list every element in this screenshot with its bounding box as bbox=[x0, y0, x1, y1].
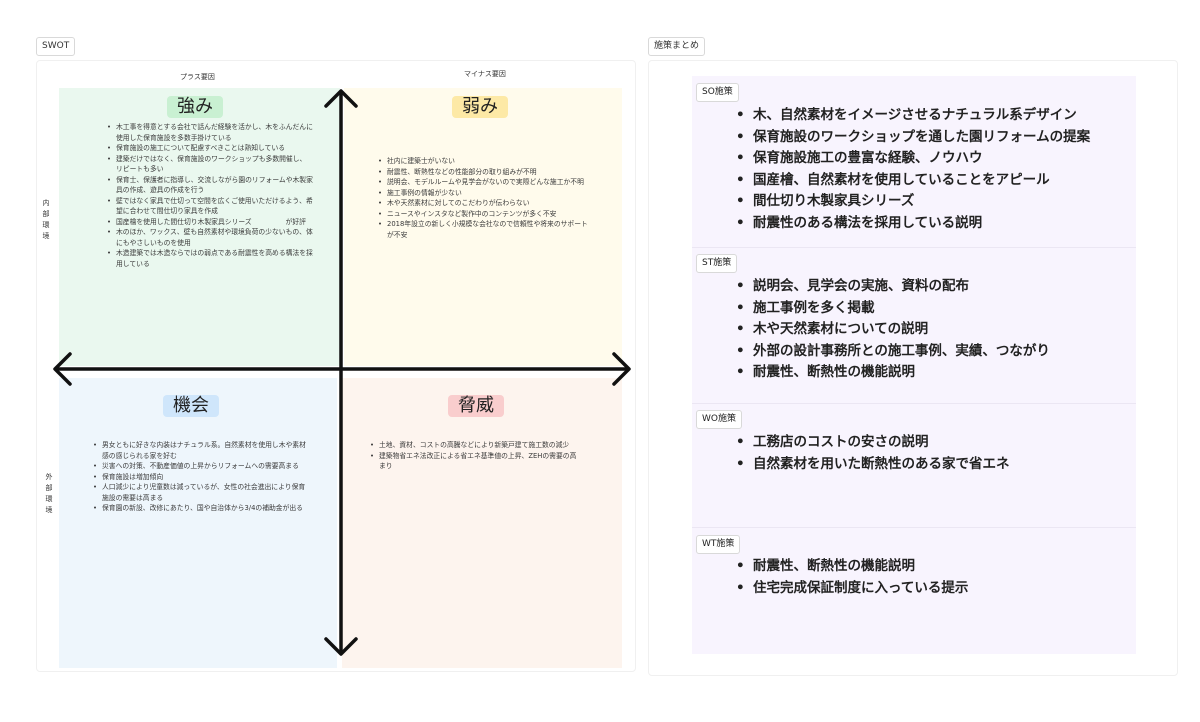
so-list: 木、自然素材をイメージさせるナチュラル系デザイン 保育施設のワークショップを通し… bbox=[735, 105, 1090, 234]
strengths-list: 木工事を得意とする会社で話んだ経験を活かし、木をふんだんに使用した保育施設を多数… bbox=[107, 122, 313, 269]
list-item: 説明会、見学会の実施、資料の配布 bbox=[735, 276, 1050, 298]
row-header-internal: 内部環境 bbox=[42, 199, 50, 240]
list-item: 木造建築では木造ならではの弱点である耐震性を高める構法を採用している bbox=[107, 248, 313, 269]
section-divider bbox=[692, 527, 1136, 528]
list-item: 国産檜を使用した間仕切り木製家具シリーズ が好評 bbox=[107, 217, 313, 228]
wo-list: 工務店のコストの安さの説明 自然素材を用いた断熱性のある家で省エネ bbox=[735, 432, 1010, 475]
list-item: 外部の設計事務所との施工事例、実績、つながり bbox=[735, 341, 1050, 363]
weaknesses-title: 弱み bbox=[452, 96, 508, 118]
list-item: 木、自然素材をイメージさせるナチュラル系デザイン bbox=[735, 105, 1090, 127]
opportunities-quadrant: 機会 男女ともに好きな内装はナチュラル系。自然素材を使用し木や素材感の感じられる… bbox=[59, 378, 337, 668]
section-divider bbox=[692, 403, 1136, 404]
list-item: 建築だけではなく、保育施設のワークショップも多数開催し、リピートも多い bbox=[107, 154, 313, 175]
list-item: 耐震性、断熱性などの性能部分の取り組みが不明 bbox=[378, 167, 590, 178]
threats-quadrant: 脅威 土地、資材、コストの高騰などにより新築戸建て施工数の減少 建築物省エネ法改… bbox=[342, 378, 622, 668]
opportunities-list: 男女ともに好きな内装はナチュラル系。自然素材を使用し木や素材感の感じられる家を好… bbox=[93, 440, 307, 514]
list-item: 土地、資材、コストの高騰などにより新築戸建て施工数の減少 bbox=[370, 440, 578, 451]
section-divider bbox=[692, 247, 1136, 248]
weaknesses-quadrant: 弱み 社内に建築士がいない 耐震性、断熱性などの性能部分の取り組みが不明 説明会… bbox=[344, 88, 622, 366]
list-item: 保育士、保護者に指導し、交流しながら園のリフォームや木製家具の作成、遊具の作成を… bbox=[107, 175, 313, 196]
wt-list: 耐震性、断熱性の機能説明 住宅完成保証制度に入っている提示 bbox=[735, 556, 968, 599]
wo-section-tag: WO施策 bbox=[696, 410, 742, 429]
col-header-minus: マイナス要因 bbox=[464, 70, 506, 78]
list-item: 工務店のコストの安さの説明 bbox=[735, 432, 1010, 454]
list-item: 社内に建築士がいない bbox=[378, 156, 590, 167]
so-section-tag: SO施策 bbox=[696, 83, 739, 102]
list-item: 耐震性、断熱性の機能説明 bbox=[735, 556, 968, 578]
wt-section-tag: WT施策 bbox=[696, 535, 741, 554]
list-item: 保育施設施工の豊富な経験、ノウハウ bbox=[735, 148, 1090, 170]
st-section-tag: ST施策 bbox=[696, 254, 738, 273]
list-item: 保育施設のワークショップを通した園リフォームの提案 bbox=[735, 127, 1090, 149]
list-item: 男女ともに好きな内装はナチュラル系。自然素材を使用し木や素材感の感じられる家を好… bbox=[93, 440, 307, 461]
list-item: 木や天然素材についての説明 bbox=[735, 319, 1050, 341]
list-item: 保育施設の施工について配慮すべきことは熟知している bbox=[107, 143, 313, 154]
threats-list: 土地、資材、コストの高騰などにより新築戸建て施工数の減少 建築物省エネ法改正によ… bbox=[370, 440, 578, 472]
axis-arrow-up bbox=[324, 89, 358, 108]
axis-arrow-left bbox=[53, 352, 72, 386]
summary-tag: 施策まとめ bbox=[648, 37, 706, 56]
list-item: 建築物省エネ法改正による省エネ基準値の上昇、ZEHの需要の高まり bbox=[370, 451, 578, 472]
list-item: 説明会、モデルルームや見学会がないので実際どんな施工か不明 bbox=[378, 177, 590, 188]
swot-tag: SWOT bbox=[36, 37, 76, 56]
list-item: 施工事例を多く掲載 bbox=[735, 298, 1050, 320]
list-item: 耐震性のある構法を採用している説明 bbox=[735, 213, 1090, 235]
opportunities-title: 機会 bbox=[163, 395, 219, 417]
st-list: 説明会、見学会の実施、資料の配布 施工事例を多く掲載 木や天然素材についての説明… bbox=[735, 276, 1050, 384]
row-header-external: 外部環境 bbox=[45, 473, 53, 514]
list-item: 人口減少により児童数は減っているが、女性の社会進出により保育施設の需要は高まる bbox=[93, 482, 307, 503]
list-item: 間仕切り木製家具シリーズ bbox=[735, 191, 1090, 213]
list-item: 保育施設は増加傾向 bbox=[93, 472, 307, 483]
threats-title: 脅威 bbox=[448, 395, 504, 417]
col-header-plus: プラス要因 bbox=[180, 73, 215, 81]
list-item: 住宅完成保証制度に入っている提示 bbox=[735, 578, 968, 600]
strengths-title: 強み bbox=[167, 96, 223, 118]
list-item: 国産檜、自然素材を使用していることをアピール bbox=[735, 170, 1090, 192]
list-item: 保育園の新設、改修にあたり、国や自治体から3/4の補助金が出る bbox=[93, 503, 307, 514]
weaknesses-list: 社内に建築士がいない 耐震性、断熱性などの性能部分の取り組みが不明 説明会、モデ… bbox=[378, 156, 590, 240]
strengths-quadrant: 強み 木工事を得意とする会社で話んだ経験を活かし、木をふんだんに使用した保育施設… bbox=[59, 88, 340, 366]
list-item: 木工事を得意とする会社で話んだ経験を活かし、木をふんだんに使用した保育施設を多数… bbox=[107, 122, 313, 143]
axis-arrow-down bbox=[324, 637, 358, 656]
list-item: 災害への対策、不動産価値の上昇からリフォームへの需要高まる bbox=[93, 461, 307, 472]
list-item: 施工事例の情報が少ない bbox=[378, 188, 590, 199]
list-item: ニュースやインスタなど製作中のコンテンツが多く不安 bbox=[378, 209, 590, 220]
list-item: 自然素材を用いた断熱性のある家で省エネ bbox=[735, 454, 1010, 476]
list-item: 耐震性、断熱性の機能説明 bbox=[735, 362, 1050, 384]
list-item: 木や天然素材に対してのこだわりが伝わらない bbox=[378, 198, 590, 209]
list-item: 壁ではなく家具で仕切って空間を広くご使用いただけるよう、希望に合わせて間仕切り家… bbox=[107, 196, 313, 217]
axis-arrow-right bbox=[612, 352, 631, 386]
list-item: 木のほか、ワックス、壁も自然素材や環境負荷の少ないもの、体にもやさしいものを使用 bbox=[107, 227, 313, 248]
list-item: 2018年設立の新しく小規模な会社なので信頼性や将来のサポートが不安 bbox=[378, 219, 590, 240]
